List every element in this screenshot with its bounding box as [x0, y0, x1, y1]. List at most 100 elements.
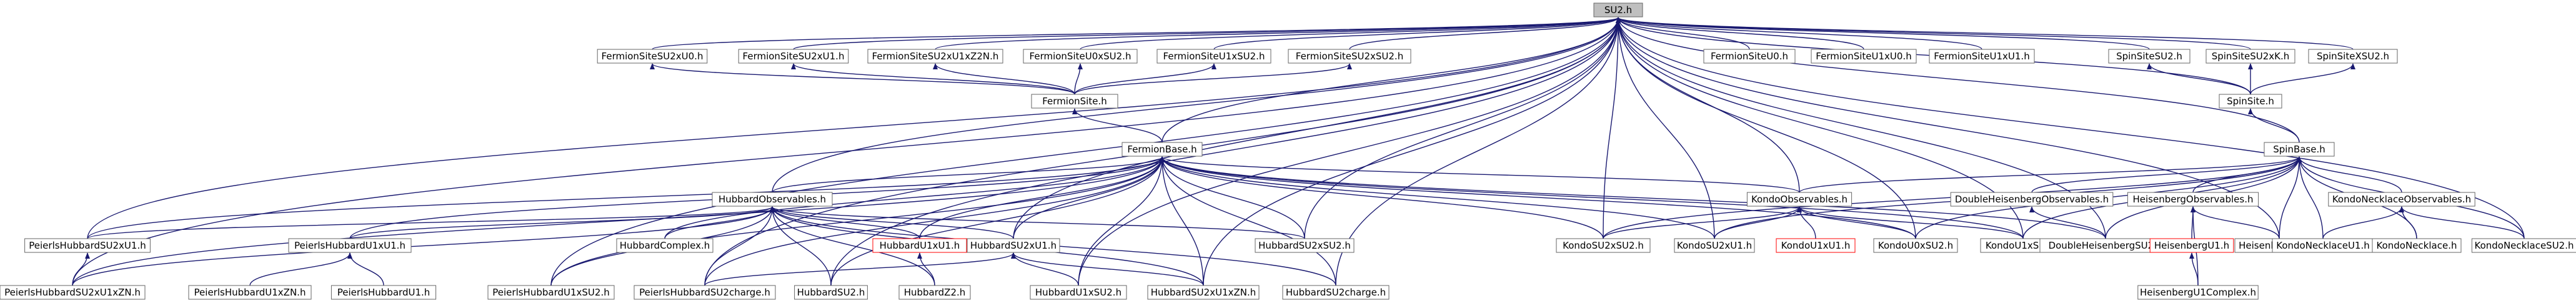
edge-fsite-to-fsu0su2 [1074, 63, 1083, 95]
graph-node-fsu1u1[interactable]: FermionSiteU1xU1.h [1929, 49, 2035, 64]
graph-node-knsu2[interactable]: KondoNecklaceSU2.h [2471, 238, 2576, 253]
graph-node-hu1[interactable]: HeisenbergU1.h [2149, 238, 2234, 253]
edge-hu1su2-to-fbase [1078, 156, 1165, 286]
node-box [1023, 49, 1138, 64]
graph-node-ku1u1[interactable]: KondoU1xU1.h [1776, 238, 1856, 253]
graph-node-hz2[interactable]: HubbardZ2.h [898, 285, 971, 300]
node-box [2308, 49, 2398, 64]
node-label: PeierlsHubbardU1xU1.h [294, 240, 405, 251]
graph-node-dhobs[interactable]: DoubleHeisenbergObservables.h [1950, 192, 2114, 207]
edge-dhobs-to-sbase [2031, 156, 2302, 193]
node-box [898, 285, 971, 300]
node-label: KondoNecklaceObservables.h [2332, 194, 2471, 205]
graph-node-phsu2u1[interactable]: PeierlsHubbardSU2xU1.h [24, 238, 151, 253]
graph-node-fssu2u1[interactable]: FermionSiteSU2xU1.h [738, 49, 849, 64]
node-label: HubbardSU2xSU2.h [1258, 240, 1351, 251]
graph-node-phu1u1[interactable]: PeierlsHubbardU1xU1.h [288, 238, 412, 253]
graph-node-kobs[interactable]: KondoObservables.h [1746, 192, 1852, 207]
graph-node-ksu2su2[interactable]: KondoSU2xSU2.h [1556, 238, 1651, 253]
graph-node-hcomplex[interactable]: HubbardComplex.h [616, 238, 714, 253]
graph-node-kn[interactable]: KondoNecklace.h [2372, 238, 2462, 253]
edge-hesu2-to-sbase [2279, 156, 2302, 239]
edge-hobs-to-fbase [772, 156, 1165, 193]
graph-node-hsu2su2[interactable]: HubbardSU2xSU2.h [1255, 238, 1355, 253]
edge-fsu1u0-to-su2 [1616, 17, 1864, 50]
graph-node-sbase[interactable]: SpinBase.h [2264, 142, 2335, 157]
node-label: HubbardSU2xU1xZN.h [1151, 287, 1256, 298]
node-label: HeisenbergU1Complex.h [2140, 287, 2256, 298]
node-box [1556, 238, 1651, 253]
node-box [1811, 49, 1917, 64]
edge-ssu2xsu2-to-su2 [1616, 17, 2354, 50]
node-label: FermionSiteSU2xU1.h [743, 51, 845, 62]
graph-node-hu1c[interactable]: HeisenbergU1Complex.h [2137, 285, 2259, 300]
graph-node-ssu2[interactable]: SpinSiteSU2.h [2108, 49, 2191, 64]
graph-node-hsu2[interactable]: HubbardSU2.h [794, 285, 868, 300]
graph-node-hobs[interactable]: HubbardObservables.h [712, 192, 833, 207]
edge-fbase-to-su2 [1161, 17, 1621, 143]
node-label: FermionSite.h [1042, 96, 1106, 107]
node-box [288, 238, 412, 253]
graph-node-hsu2u1[interactable]: HubbardSU2xU1.h [967, 238, 1060, 253]
graph-node-phu1[interactable]: PeierlsHubbardU1.h [331, 285, 437, 300]
graph-node-heobs[interactable]: HeisenbergObservables.h [2127, 192, 2259, 207]
graph-node-fsu1su2[interactable]: FermionSiteU1xSU2.h [1156, 49, 1271, 64]
graph-node-hu1su2[interactable]: HubbardU1xSU2.h [1030, 285, 1127, 300]
node-label: HubbardSU2xU1.h [970, 240, 1057, 251]
graph-node-phu1su2[interactable]: PeierlsHubbardU1xSU2.h [487, 285, 615, 300]
graph-node-hu1u1[interactable]: HubbardU1xU1.h [872, 238, 967, 253]
edge-hsu2su2-to-hobs [770, 206, 1305, 239]
edge-phsu2u1z-to-hobs [72, 206, 775, 286]
graph-node-fssu2su2[interactable]: FermionSiteSU2xSU2.h [1288, 49, 1411, 64]
graph-node-phsu2c[interactable]: PeierlsHubbardSU2charge.h [634, 285, 776, 300]
edge-fsite-to-fssu2su2 [1074, 63, 1352, 95]
node-label: SU2.h [1604, 4, 1632, 16]
graph-node-fsu0[interactable]: FermionSiteU0.h [1703, 49, 1796, 64]
node-label: SpinBase.h [2273, 144, 2325, 155]
node-box [1288, 49, 1411, 64]
edge-fbase-to-fsite [1072, 108, 1163, 143]
graph-node-dhsu2[interactable]: DoubleHeisenbergSU2.h [2039, 238, 2172, 253]
graph-node-fssu2u0[interactable]: FermionSiteSU2xU0.h [597, 49, 708, 64]
graph-node-knobs[interactable]: KondoNecklaceObservables.h [2328, 192, 2475, 207]
graph-node-phu1z[interactable]: PeierlsHubbardU1xZN.h [188, 285, 312, 300]
graph-node-ssu2xk[interactable]: SpinSiteSU2xK.h [2206, 49, 2295, 64]
graph-node-ssite[interactable]: SpinSite.h [2219, 94, 2282, 109]
graph-node-ksu2u1[interactable]: KondoSU2xU1.h [1674, 238, 1755, 253]
graph-node-knu1[interactable]: KondoNecklaceU1.h [2272, 238, 2374, 253]
edge-phu1-to-phu1u1 [347, 252, 384, 286]
node-label: HubbardObservables.h [719, 194, 826, 205]
node-box [24, 238, 151, 253]
node-label: PeierlsHubbardSU2xU1xZN.h [4, 287, 141, 298]
node-box [2108, 49, 2191, 64]
graph-node-su2[interactable]: SU2.h [1593, 2, 1643, 17]
graph-node-fsu0su2[interactable]: FermionSiteU0xSU2.h [1023, 49, 1138, 64]
edge-fssu2u1z-to-su2 [935, 17, 1621, 50]
edge-hu1c-to-hu1 [2189, 252, 2199, 286]
edge-hsu2-to-su2 [830, 17, 1621, 286]
graph-node-fsu1u0[interactable]: FermionSiteU1xU0.h [1811, 49, 1917, 64]
edge-fsu1u1-to-su2 [1616, 17, 1982, 50]
node-label: FermionSiteU1xSU2.h [1163, 51, 1265, 62]
edge-hcomplex-to-fbase [664, 156, 1165, 239]
node-box [2127, 192, 2259, 207]
edge-ksu2u1-to-kobs [1714, 206, 1802, 239]
edge-phu1su2-to-fbase [550, 156, 1165, 286]
graph-node-phsu2u1z[interactable]: PeierlsHubbardSU2xU1xZN.h [0, 285, 146, 300]
graph-node-hsu2u1z[interactable]: HubbardSU2xU1xZN.h [1147, 285, 1260, 300]
graph-node-fsite[interactable]: FermionSite.h [1031, 94, 1118, 109]
graph-node-fbase[interactable]: FermionBase.h [1121, 142, 1203, 157]
node-box [2328, 192, 2475, 207]
node-box [872, 238, 967, 253]
edge-phu1u1-to-hobs [349, 206, 775, 239]
graph-node-hsu2c[interactable]: HubbardSU2charge.h [1282, 285, 1390, 300]
node-label: KondoU0xSU2.h [1878, 240, 1953, 251]
node-box [738, 49, 849, 64]
node-box [1674, 238, 1755, 253]
graph-node-ku0su2[interactable]: KondoU0xSU2.h [1873, 238, 1958, 253]
edge-ksu2u1-to-fbase [1160, 156, 1715, 239]
graph-node-fssu2u1z[interactable]: FermionSiteSU2xU1xZ2N.h [867, 49, 1003, 64]
node-box [1776, 238, 1856, 253]
graph-node-ssu2xsu2[interactable]: SpinSiteXSU2.h [2308, 49, 2398, 64]
